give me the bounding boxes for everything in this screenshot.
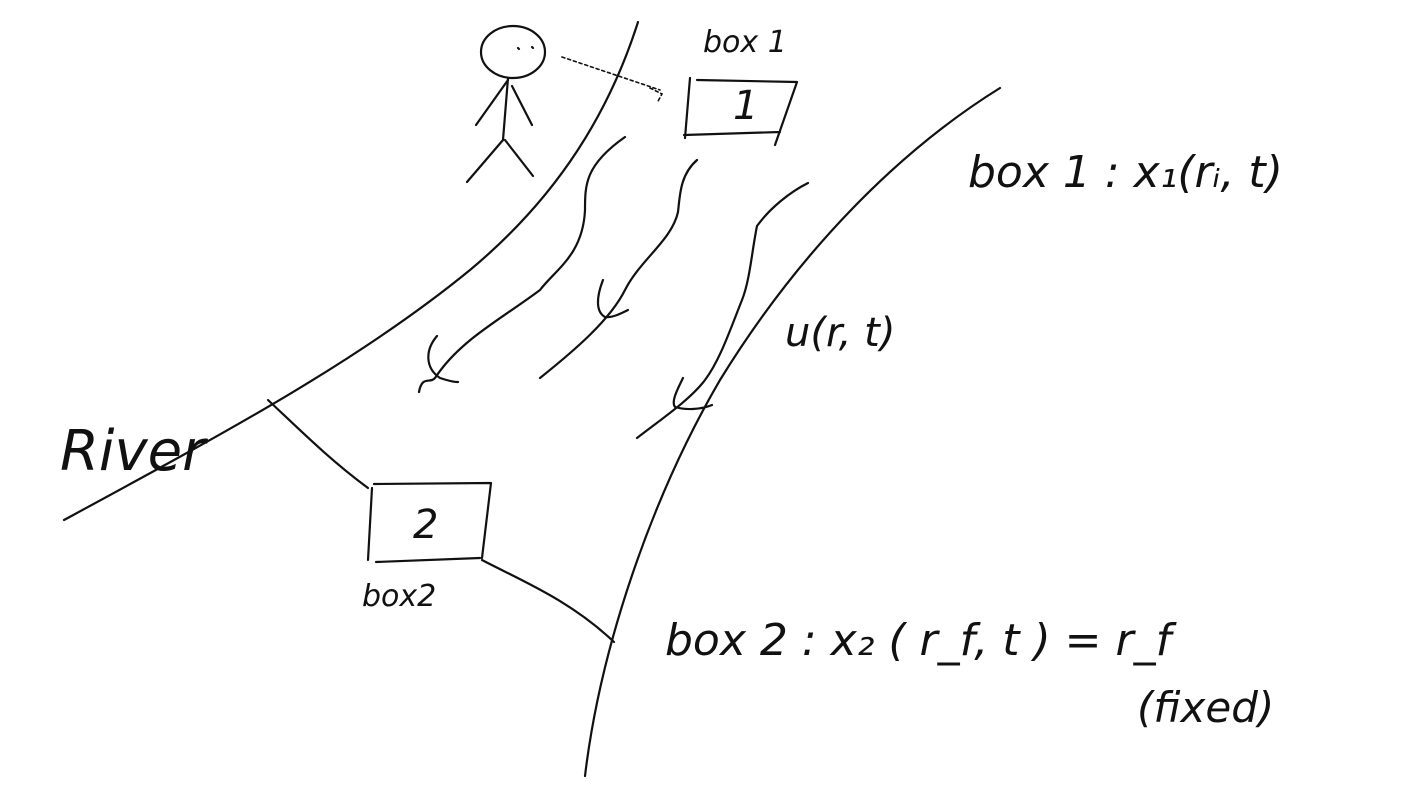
river-left-bank (62, 20, 640, 522)
person-to-box1-arrow (561, 56, 664, 104)
box2-number: 2 (413, 502, 438, 548)
person-arms (474, 78, 534, 127)
person-body (501, 76, 510, 142)
flow-streamline-3 (635, 181, 810, 440)
box2-fixed-note: (fixed) (1137, 683, 1274, 732)
person-legs (465, 138, 535, 184)
flow-arrowhead-3 (672, 376, 714, 411)
flow-equation-label: u(r, t) (785, 310, 895, 356)
box2-title: box2 (362, 579, 436, 614)
box1-number: 1 (733, 83, 758, 129)
box2 (366, 481, 493, 564)
flow-streamline-2 (538, 158, 699, 380)
box1-outline (682, 76, 799, 147)
person-head (479, 24, 547, 80)
box2-outline (366, 481, 493, 564)
river-label: River (60, 419, 208, 484)
box2-tether-left (266, 398, 370, 490)
flow-arrowhead-1 (427, 334, 460, 384)
box1-title: box 1 (703, 25, 787, 60)
box2-tether-right (480, 558, 616, 644)
flow-arrowhead-2 (596, 278, 630, 319)
box1-equation-label: box 1 : x₁(rᵢ, t) (968, 147, 1283, 198)
box1 (682, 76, 799, 147)
river-right-bank (583, 86, 1002, 778)
flow-streamline-1 (417, 135, 627, 394)
person-figure (465, 24, 547, 184)
box2-equation-label: box 2 : x₂ ( r_f, t ) = r_f (665, 615, 1178, 666)
person-eyes (516, 45, 535, 51)
